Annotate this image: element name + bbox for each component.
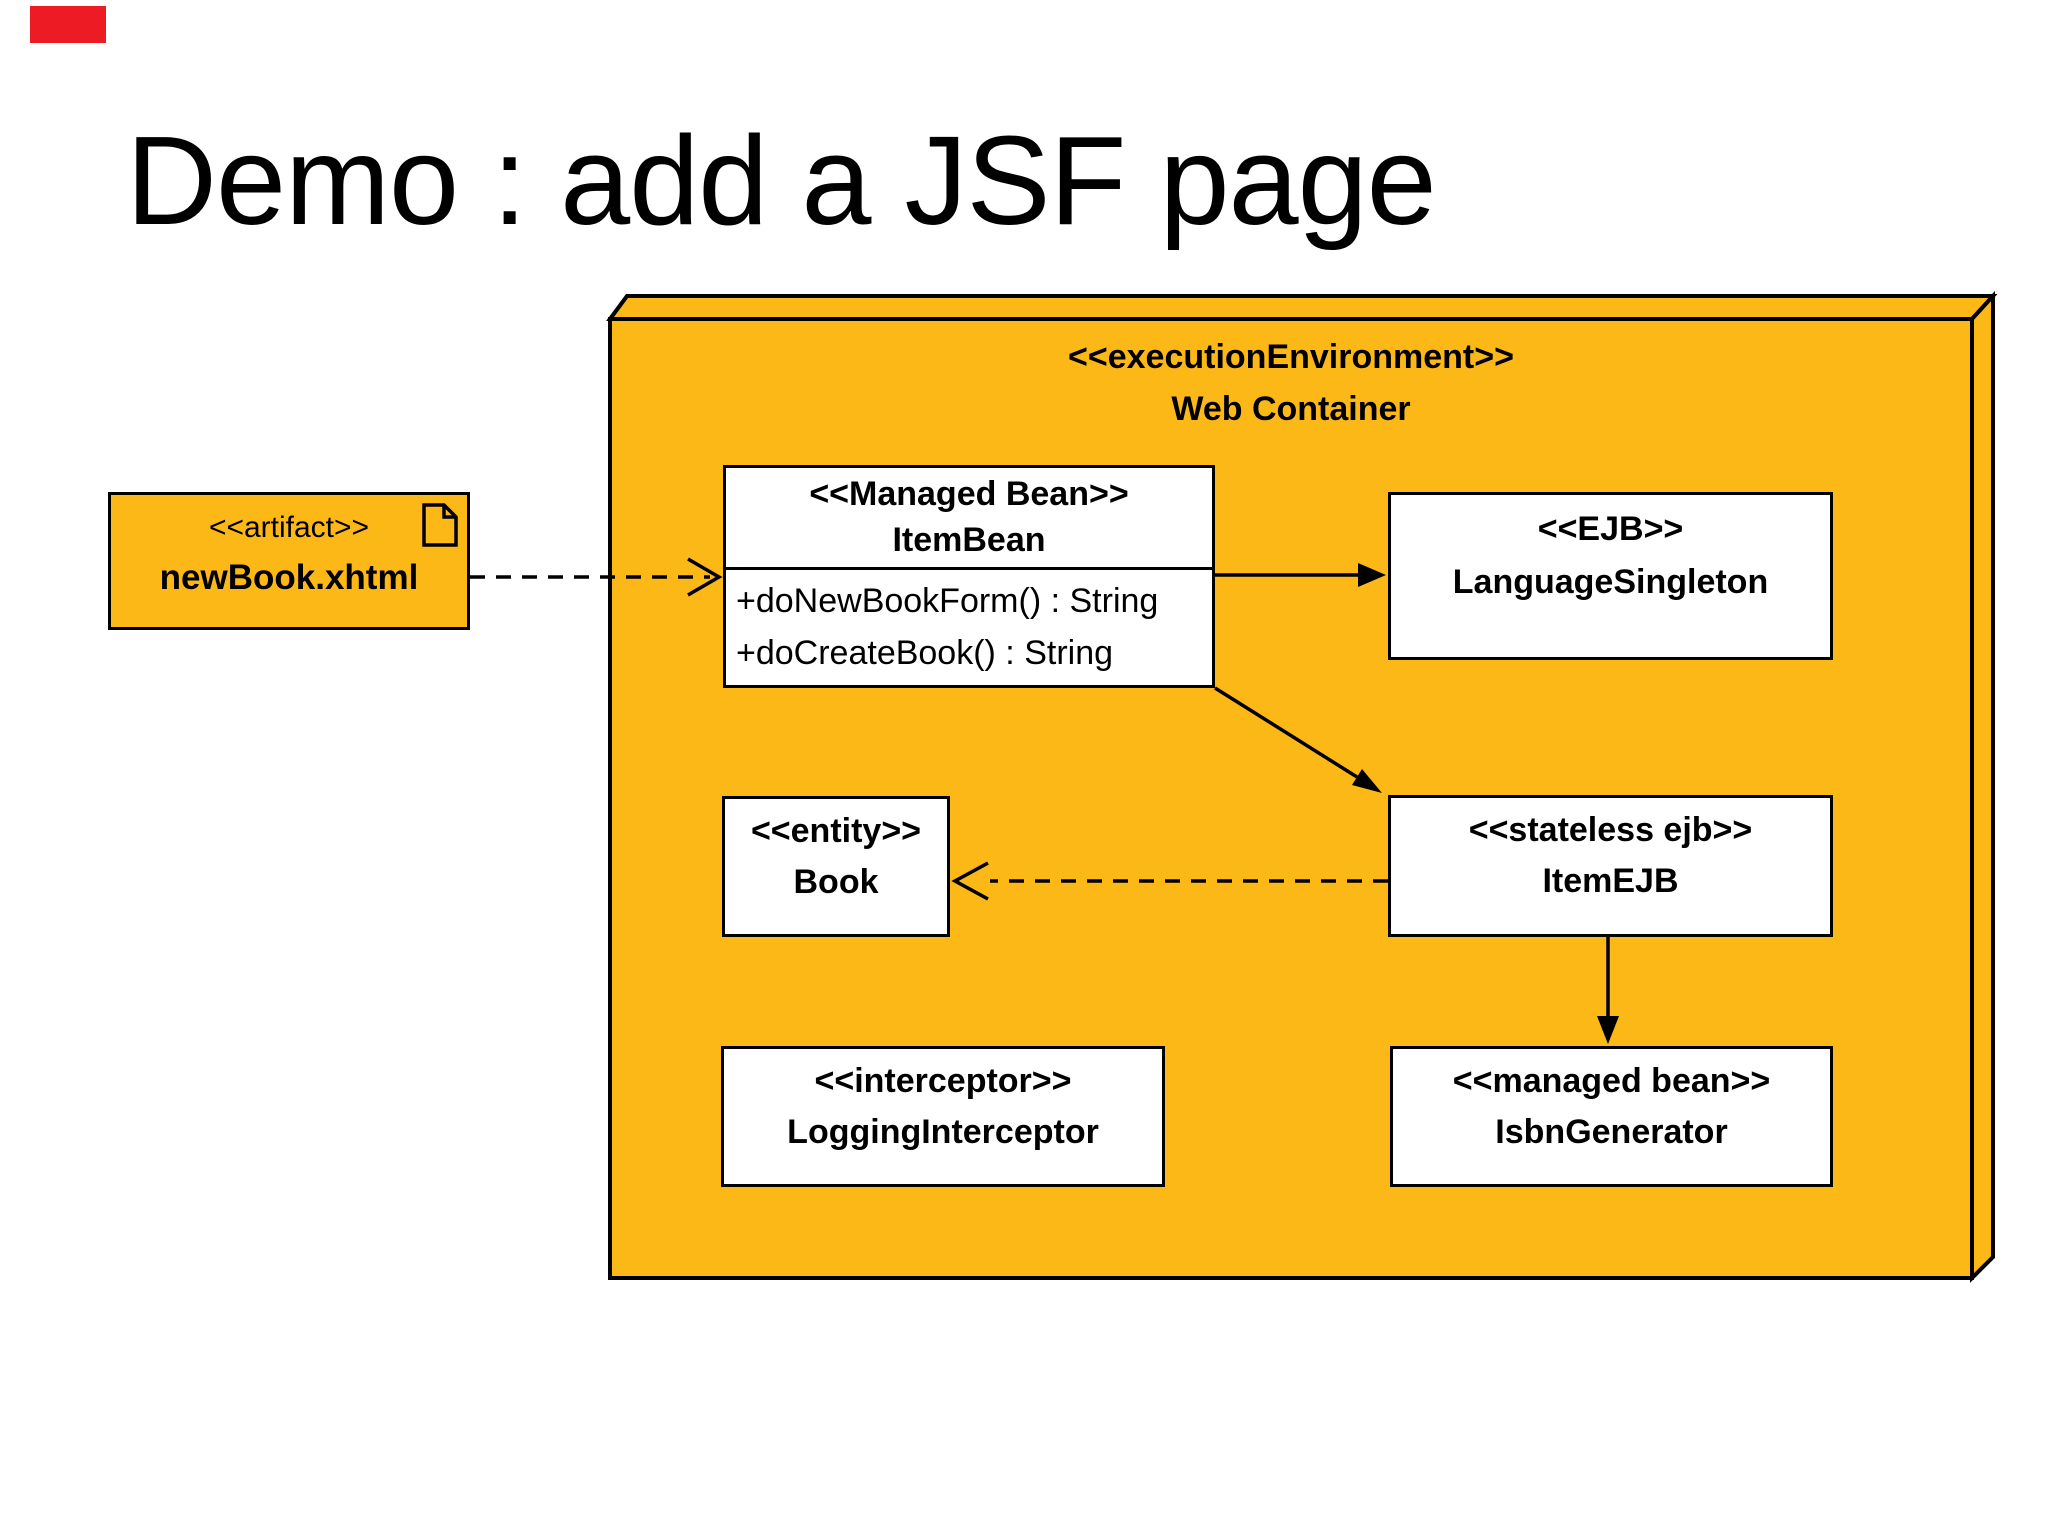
node-logginginterceptor-stereotype: <<interceptor>> <box>814 1062 1072 1100</box>
artifact-name: newBook.xhtml <box>159 558 419 597</box>
node-itembean-name: ItemBean <box>892 521 1046 559</box>
node-isbngenerator-name: IsbnGenerator <box>1495 1113 1728 1151</box>
edge-itembean-to-itemejb <box>1214 686 1382 793</box>
node-languagesingleton-stereotype: <<EJB>> <box>1537 510 1684 548</box>
page-title: Demo : add a JSF page <box>126 110 1437 251</box>
node-itemejb: <<stateless ejb>> ItemEJB <box>1388 795 1833 937</box>
edge-itemejb-to-isbngenerator <box>1597 937 1619 1044</box>
node-itemejb-stereotype: <<stateless ejb>> <box>1468 811 1753 849</box>
edge-newbook-to-itembean <box>470 557 723 597</box>
web-container-name: Web Container <box>1171 390 1411 428</box>
node-book: <<entity>> Book <box>722 796 950 937</box>
web-container-side-face <box>1970 290 1995 1283</box>
node-itembean-header: <<Managed Bean>> ItemBean <box>726 468 1212 570</box>
node-logginginterceptor: <<interceptor>> LoggingInterceptor <box>721 1046 1165 1187</box>
node-itembean-stereotype: <<Managed Bean>> <box>809 475 1129 513</box>
node-isbngenerator-stereotype: <<managed bean>> <box>1452 1062 1771 1100</box>
method-donewbookform: +doNewBookForm() : String <box>736 582 1159 620</box>
artifact-stereotype: <<artifact>> <box>208 511 370 544</box>
node-itemejb-name: ItemEJB <box>1542 862 1679 900</box>
node-book-name: Book <box>793 863 879 901</box>
web-container-stereotype: <<executionEnvironment>> <box>1068 338 1514 376</box>
artifact-newbook-xhtml: <<artifact>> newBook.xhtml <box>108 492 470 630</box>
node-languagesingleton-name: LanguageSingleton <box>1452 563 1769 601</box>
node-isbngenerator: <<managed bean>> IsbnGenerator <box>1390 1046 1833 1187</box>
node-languagesingleton: <<EJB>> LanguageSingleton <box>1388 492 1833 660</box>
web-container-top-face <box>606 294 1998 321</box>
edge-itemejb-to-book <box>951 861 1388 901</box>
node-itembean: <<Managed Bean>> ItemBean +doNewBookForm… <box>723 465 1215 688</box>
document-icon <box>422 503 458 547</box>
red-corner-marker <box>30 6 106 43</box>
edge-itembean-to-languagesingleton <box>1215 563 1386 587</box>
node-logginginterceptor-name: LoggingInterceptor <box>787 1113 1099 1151</box>
method-docreatebook: +doCreateBook() : String <box>736 634 1114 672</box>
web-container-labels: <<executionEnvironment>> Web Container <box>610 338 1972 429</box>
node-itembean-methods: +doNewBookForm() : String +doCreateBook(… <box>726 570 1212 685</box>
node-book-stereotype: <<entity>> <box>750 812 922 850</box>
